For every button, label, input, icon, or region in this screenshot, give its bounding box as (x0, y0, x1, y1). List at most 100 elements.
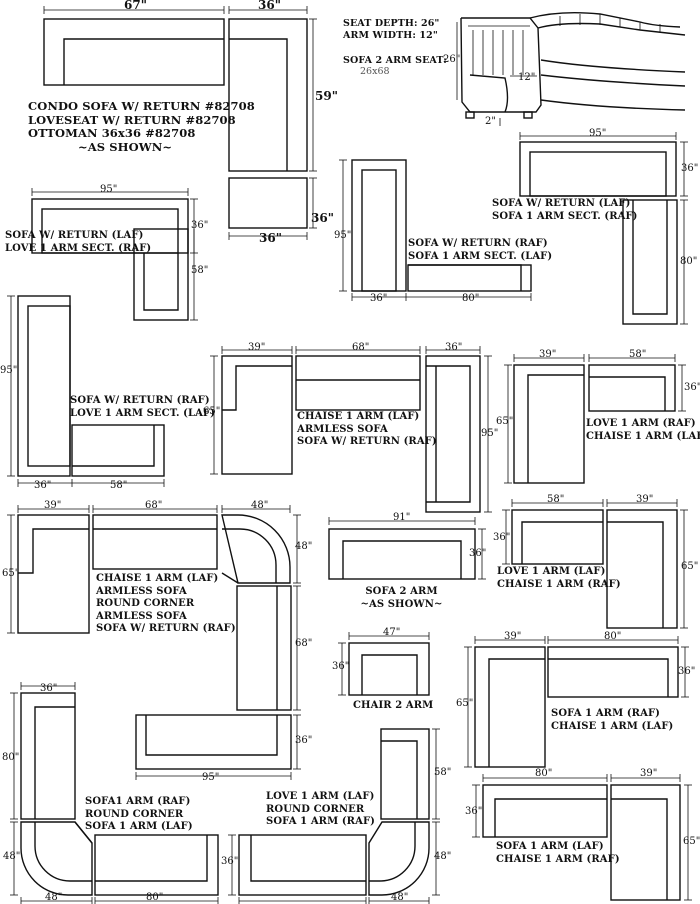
label-line: SOFA 1 ARM (LAF) (85, 821, 193, 832)
group-14-labels: LOVE 1 ARM (LAF) ROUND CORNER SOFA 1 ARM… (266, 791, 375, 829)
dim-36: 36" (258, 0, 281, 12)
label-line: CHAISE 1 ARM (LAF) (551, 720, 674, 732)
group-11-labels: CHAIR 2 ARM (353, 700, 433, 713)
dim-36: 36" (370, 293, 388, 304)
dim-2: 2" (485, 116, 496, 127)
dim-36: 36" (259, 231, 282, 245)
dim-12: 12" (518, 72, 536, 83)
dim-36: 36" (678, 666, 696, 677)
dim-36: 36" (469, 548, 487, 559)
dim-36: 36" (221, 856, 239, 867)
dim-95: 95" (100, 184, 118, 195)
label-line: SOFA 1 ARM (RAF) (266, 816, 375, 827)
dim-48: 48" (45, 892, 63, 903)
group-3-labels: SOFA W/ RETURN (RAF) SOFA 1 ARM SECT. (L… (408, 238, 552, 263)
condo-sofa-drawing (43, 6, 317, 240)
dim-36: 36" (465, 806, 483, 817)
label-line: ROUND CORNER (266, 803, 365, 815)
group-12-labels: SOFA 1 ARM (RAF) CHAISE 1 ARM (LAF) (551, 708, 673, 733)
dim-80: 80" (680, 256, 698, 267)
label-line: LOVE 1 ARM (RAF) (586, 418, 696, 429)
seat-depth: SEAT DEPTH: 26" (343, 18, 440, 29)
dim-36: 36" (295, 735, 313, 746)
sofa2-seat-label: SOFA 2 ARM SEAT: (343, 55, 447, 66)
label-line: ~AS SHOWN~ (360, 598, 443, 610)
dim-36: 36" (332, 661, 350, 672)
group-15-labels: SOFA 1 ARM (LAF) CHAISE 1 ARM (RAF) (496, 841, 620, 866)
label-line: SOFA W/ RETURN (RAF) (408, 238, 548, 249)
dim-65: 65" (203, 406, 221, 417)
dim-95: 95" (0, 365, 18, 376)
label-line: SOFA 1 ARM SECT. (LAF) (408, 250, 553, 262)
label-line: SOFA W/ RETURN (RAF) (70, 395, 210, 406)
dim-95: 95" (202, 772, 220, 783)
label-line: CHAISE 1 ARM (RAF) (497, 578, 621, 590)
specs-block: SEAT DEPTH: 26" ARM WIDTH: 12" (343, 18, 439, 41)
label-line: CHAISE 1 ARM (LAF) (586, 430, 700, 442)
group-7-drawing (504, 354, 686, 484)
group-11-drawing (338, 632, 430, 696)
label-line: CONDO SOFA W/ RETURN #82708 (28, 99, 255, 113)
group-14-drawing (228, 728, 440, 904)
dim-80: 80" (462, 293, 480, 304)
group-15-drawing (472, 774, 692, 901)
group-6-labels: CHAISE 1 ARM (LAF) ARMLESS SOFA SOFA W/ … (297, 411, 437, 449)
dim-39: 39" (636, 494, 654, 505)
group-5-labels: SOFA W/ RETURN (RAF) LOVE 1 ARM SECT. (L… (70, 395, 215, 420)
label-line: ROUND CORNER (85, 808, 184, 820)
label-line: SOFA 1 ARM (RAF) (551, 708, 660, 719)
label-line: ARMLESS SOFA (96, 585, 187, 597)
label-line: CHAISE 1 ARM (LAF) (297, 411, 420, 422)
group-8-labels: CHAISE 1 ARM (LAF) ARMLESS SOFA ROUND CO… (96, 573, 236, 636)
dim-67: 67" (124, 0, 147, 12)
label-line: ARMLESS SOFA (297, 423, 388, 435)
dim-80: 80" (146, 892, 164, 903)
group-2-labels: SOFA W/ RETURN (LAF) LOVE 1 ARM SECT. (R… (5, 230, 151, 255)
dim-47: 47" (383, 627, 401, 638)
dim-39: 39" (539, 349, 557, 360)
group-10-drawing (502, 499, 688, 629)
group-4-drawing (519, 132, 688, 325)
group-7-labels: LOVE 1 ARM (RAF) CHAISE 1 ARM (LAF) (586, 418, 700, 443)
dim-65: 65" (496, 416, 514, 427)
label-line: SOFA W/ RETURN (RAF) (297, 436, 437, 447)
dim-91: 91" (393, 512, 411, 523)
group-9-drawing (328, 517, 486, 580)
label-line: SOFA W/ RETURN (LAF) (5, 230, 144, 241)
dim-36: 36" (34, 480, 52, 491)
label-line: CHAISE 1 ARM (LAF) (96, 573, 219, 584)
label-line: SOFA W/ RETURN (RAF) (96, 623, 236, 634)
dim-59: 59" (315, 89, 338, 103)
label-line: SOFA1 ARM (RAF) (85, 796, 191, 807)
label-line: SOFA 1 ARM SECT. (RAF) (492, 210, 638, 222)
dim-48: 48" (295, 541, 313, 552)
sofa2-seat-value: 26x68 (360, 66, 390, 77)
label-line: OTTOMAN 36x36 #82708 (28, 126, 196, 140)
dim-39: 39" (44, 500, 62, 511)
dim-95: 95" (481, 428, 499, 439)
label-line: CHAISE 1 ARM (RAF) (496, 853, 620, 865)
dim-65: 65" (681, 561, 699, 572)
group-13-labels: SOFA1 ARM (RAF) ROUND CORNER SOFA 1 ARM … (85, 796, 193, 834)
label-line: CHAIR 2 ARM (353, 700, 434, 711)
label-line: LOVE 1 ARM (LAF) (497, 566, 606, 577)
dim-39: 39" (248, 342, 266, 353)
group-8-drawing (7, 505, 301, 780)
dim-39: 39" (504, 631, 522, 642)
group-13-drawing (10, 682, 219, 904)
dim-80: 80" (535, 768, 553, 779)
label-line: ~AS SHOWN~ (78, 139, 173, 154)
label-line: ARMLESS SOFA (96, 610, 187, 622)
condo-labels: CONDO SOFA W/ RETURN #82708 LOVESEAT W/ … (28, 99, 255, 154)
dim-48: 48" (391, 892, 409, 903)
group-5-drawing (7, 295, 165, 487)
dim-58: 58" (191, 265, 209, 276)
label-line: SOFA 2 ARM (365, 586, 438, 597)
group-12-drawing (464, 636, 689, 768)
dim-58: 58" (434, 767, 452, 778)
dim-95: 95" (589, 128, 607, 139)
dim-39: 39" (640, 768, 658, 779)
dim-58: 58" (547, 494, 565, 505)
